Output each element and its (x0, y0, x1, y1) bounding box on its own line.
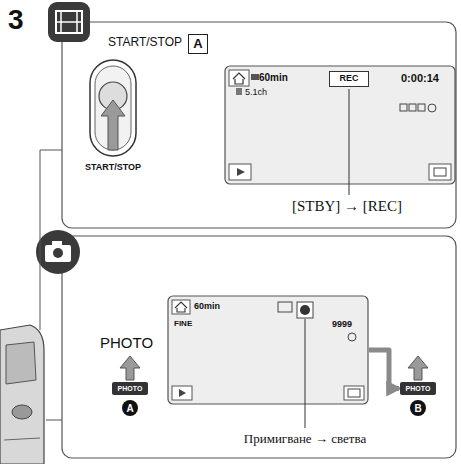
leader-line (305, 319, 306, 428)
rec-indicator: REC (329, 71, 369, 87)
leader-line (349, 89, 350, 195)
node-text: A (193, 37, 202, 51)
circled-letter: A (122, 400, 138, 416)
state-note: Примигване → светва (244, 432, 366, 447)
node-text: FINE (174, 320, 192, 329)
photo-button: PHOTO (400, 382, 436, 395)
boxed-letter: A (188, 34, 208, 54)
photo-button: PHOTO (112, 382, 148, 395)
press-arrow (408, 356, 428, 380)
start-stop-button (90, 60, 136, 156)
button-label-box: START/STOP (80, 160, 146, 176)
press-arrow (120, 356, 140, 380)
node-text: 9999 (332, 320, 352, 330)
movie-icon (48, 2, 90, 42)
node-text: REC (339, 74, 358, 84)
node-text: 0:00:14 (401, 72, 439, 84)
node-text: 60min (259, 72, 288, 83)
node-text: PHOTO (406, 385, 431, 393)
lcd-screen (168, 296, 368, 404)
node-text: START/STOP (85, 163, 141, 173)
step-number: 3 (8, 4, 24, 36)
camcorder-illustration (0, 150, 62, 464)
lcd-screen (225, 66, 455, 184)
node-text: PHOTO (118, 385, 143, 393)
node-text: 5.1ch (245, 88, 267, 98)
photo-icon (36, 230, 80, 274)
movie-panel (62, 22, 456, 228)
node-text: 60min (194, 302, 220, 312)
lcd-screen-box: 60min 0:00:14 5.1ch REC (225, 66, 455, 184)
circled-letter: B (410, 400, 426, 416)
state-note: [STBY] → [REC] (292, 198, 402, 215)
button-name: PHOTO (100, 334, 153, 351)
photo-panel (62, 236, 456, 458)
button-name: START/STOP (108, 36, 182, 50)
node-text: A (126, 403, 133, 414)
lcd-screen-box: 60minFINE 9999 (168, 296, 368, 404)
node-text: B (414, 403, 421, 414)
flow-arrow (369, 350, 399, 389)
